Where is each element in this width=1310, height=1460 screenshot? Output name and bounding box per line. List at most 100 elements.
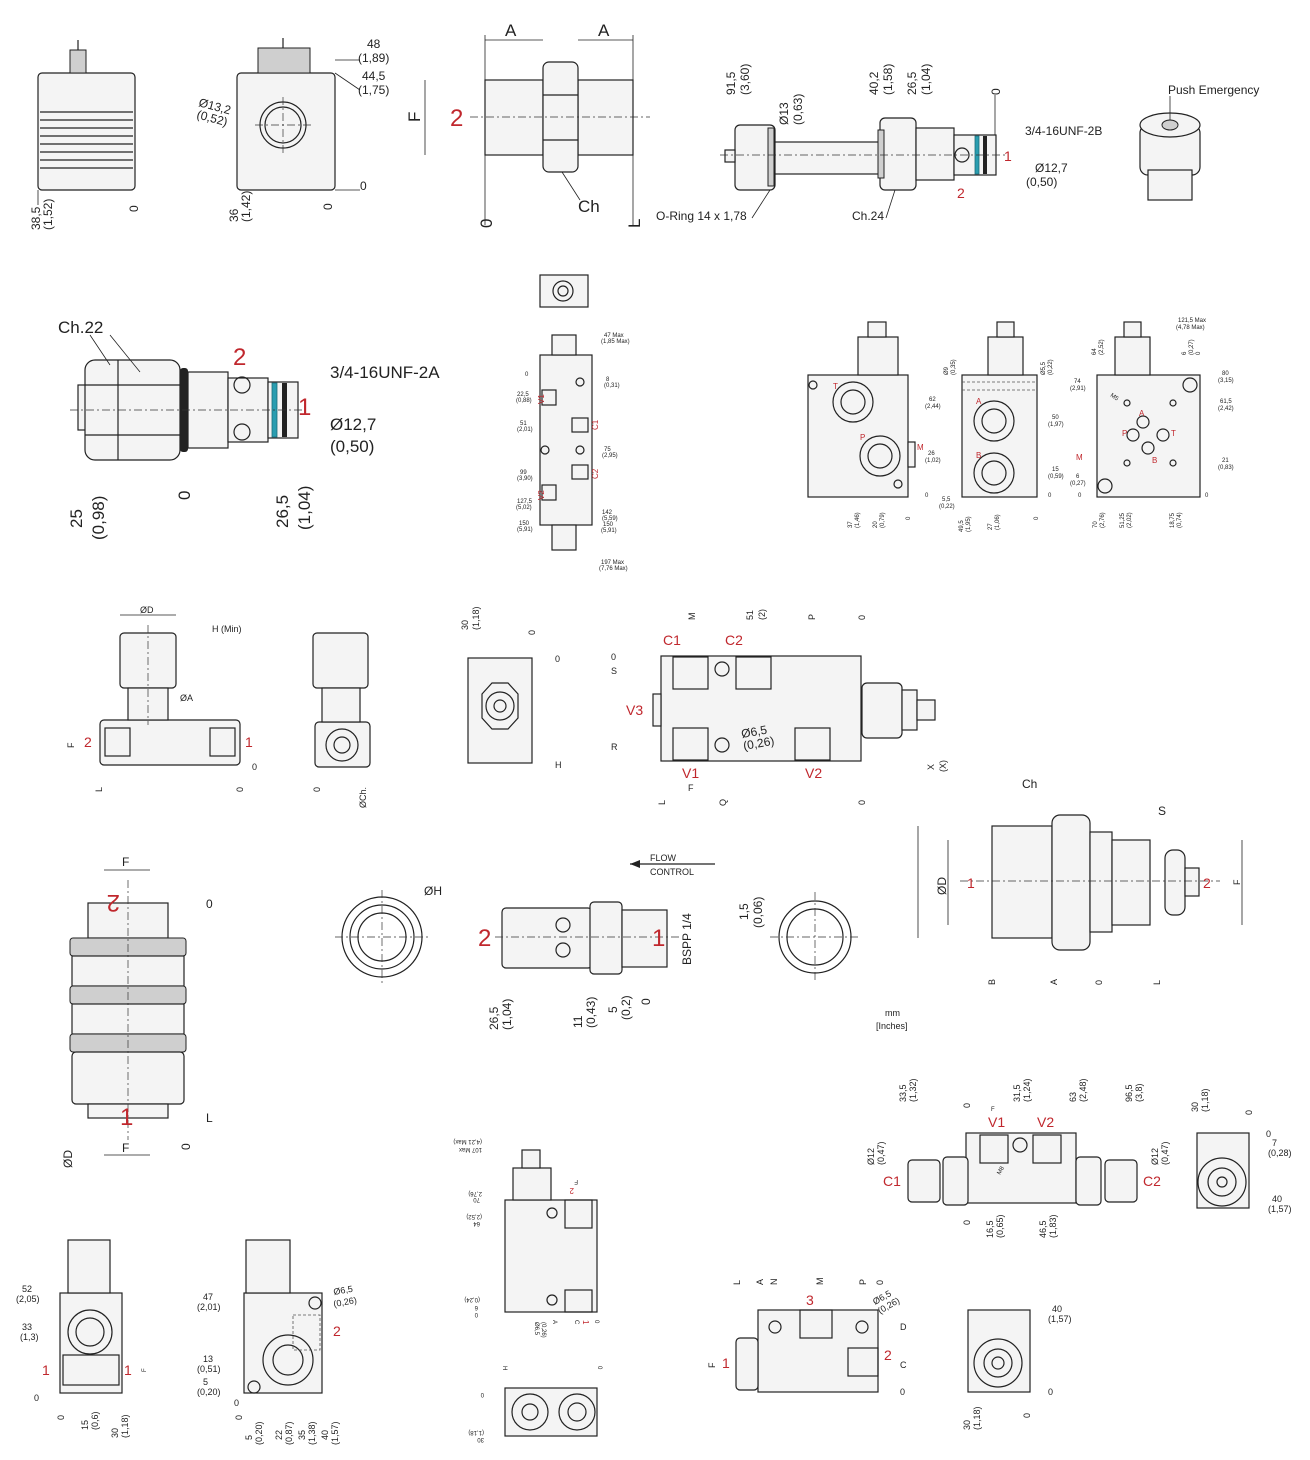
dimension-label: (4,21 Max) (453, 1138, 482, 1144)
dimension-label: (1,85 Max) (601, 339, 630, 345)
small-block-2-drawing (243, 1239, 323, 1394)
dimension-labels: 38,5(1,52)048(1,89)44,5(1,75)Ø13,2(0,52)… (16, 21, 1292, 1445)
dimension-label: 5,5 (942, 497, 951, 503)
dimension-label: 61,5 (1220, 399, 1232, 405)
dimension-label: 50 (1052, 415, 1059, 421)
dimension-label: C (900, 1360, 907, 1370)
valve-block-tp-drawing (807, 321, 916, 498)
dimension-label: 127,5 (517, 499, 533, 505)
port-label: 1 (967, 875, 975, 891)
dimension-label: C1 (883, 1173, 901, 1189)
flow-control-cartridge-drawing (495, 860, 715, 975)
dimension-label: 5 (203, 1377, 208, 1387)
dimension-label: 5 (244, 1435, 254, 1440)
dimension-label: (1,02) (925, 458, 941, 464)
dimension-label: 0 (857, 800, 867, 805)
dimension-label: 0 (1244, 1110, 1254, 1115)
dimension-label: 0 (127, 205, 141, 212)
dimension-label: 8 (606, 377, 610, 383)
dimension-label: V2 (1037, 1114, 1054, 1130)
dimension-label: M5 (1109, 393, 1120, 403)
dimension-label: (0,88) (516, 398, 532, 404)
dimension-label: S (611, 666, 617, 676)
dimension-label: 52 (22, 1284, 32, 1294)
dimension-label: Ø13 (777, 102, 791, 125)
dimension-label: (0,6) (90, 1411, 100, 1430)
dimension-label: P (1122, 429, 1127, 438)
dimension-label: 197 Max (601, 560, 624, 566)
dimension-label: mm (885, 1008, 900, 1018)
dimension-label: 22 (274, 1430, 284, 1440)
dimension-label: 0 (477, 219, 496, 228)
dimension-label: 26,5 (905, 71, 919, 95)
dimension-label: Ch.22 (58, 318, 103, 337)
dimension-label: (0,43) (584, 997, 598, 1028)
cartridge-valve-b-drawing (720, 95, 1005, 219)
dimension-label: F (66, 742, 76, 748)
dimension-label: 0 (989, 88, 1003, 95)
dimension-label: F (991, 1107, 995, 1113)
dimension-label: 64 (1092, 348, 1098, 355)
dimension-label: T (833, 382, 838, 391)
dimension-label: 26 (928, 451, 935, 457)
dimension-label: 0 (1048, 1387, 1053, 1397)
dimension-label: 0 (596, 1366, 602, 1370)
dimension-label: (1,38) (307, 1421, 317, 1445)
dimension-label: (2,01) (197, 1302, 221, 1312)
dimension-label: (1,89) (358, 51, 389, 65)
dimension-label: (1,04) (500, 999, 514, 1030)
dimension-label: 47 Max (604, 333, 624, 339)
dimension-label: 1,5 (737, 903, 751, 920)
dimension-label: D (900, 1322, 907, 1332)
dimension-label: 0 (1022, 1413, 1032, 1418)
dimension-label: (5,91) (601, 528, 617, 534)
dimension-label: H (555, 760, 562, 770)
dimension-label: (1,46) (855, 512, 861, 528)
dimension-label: 20 (873, 521, 879, 528)
dimension-label: (0,59) (1048, 474, 1064, 480)
dimension-label: M (917, 443, 924, 452)
dimension-label: (2,48) (1078, 1078, 1088, 1102)
inverted-block-drawing (504, 1149, 598, 1437)
dimension-label: (2,44) (925, 404, 941, 410)
dimension-label: 0 (962, 1220, 972, 1225)
dimension-label: (3,90) (517, 476, 533, 482)
dimension-label: (X) (938, 760, 948, 772)
tall-valve-block-drawing (539, 274, 593, 551)
dimension-label: 30 (460, 620, 470, 630)
dimension-label: 33 (22, 1322, 32, 1332)
dimension-label: (1,24) (1022, 1078, 1032, 1102)
dimension-label: (2) (757, 609, 767, 620)
port-label: 1 (245, 734, 253, 750)
dimension-label: 49,5 (959, 520, 965, 532)
port-label: 1 (42, 1362, 50, 1378)
dimension-label: (1,18) (468, 1429, 484, 1435)
dimension-label: 46,5 (1038, 1220, 1048, 1238)
dimension-label: (0,50) (330, 437, 374, 456)
fitting-drawing (424, 35, 650, 225)
dimension-label: Q (718, 799, 728, 806)
dimension-label: (1,75) (358, 83, 389, 97)
dimension-label: (0,20) (197, 1387, 221, 1397)
port-label: 3 (806, 1292, 814, 1308)
dimension-label: 26,5 (487, 1006, 501, 1030)
dimension-label: 0 (1034, 516, 1040, 520)
dimension-label: (2,42) (1218, 406, 1234, 412)
port-label: 2 (233, 344, 246, 371)
dimension-label: 0 (1196, 351, 1202, 355)
dimension-label: F (142, 1368, 148, 1372)
push-emergency-button-drawing[interactable] (1139, 96, 1201, 201)
dimension-label: C2 (725, 632, 743, 648)
dimension-label: (1,57) (330, 1421, 340, 1445)
dimension-label: 0 (234, 1398, 239, 1408)
dimension-label: 18,75 (1170, 512, 1176, 528)
dimension-label: Ø6,5 (333, 1284, 354, 1297)
dimension-label: 6 (1182, 351, 1188, 355)
square-block-drawing (467, 657, 533, 764)
dimension-label: (2,05) (16, 1294, 40, 1304)
dimension-label: 0 (925, 493, 929, 499)
dimension-label: Ø6,5 (533, 1322, 539, 1336)
dimension-label: O-Ring 14 x 1,78 (656, 209, 747, 223)
dimension-label: 27 (988, 523, 994, 530)
dimension-label: F (122, 855, 129, 869)
